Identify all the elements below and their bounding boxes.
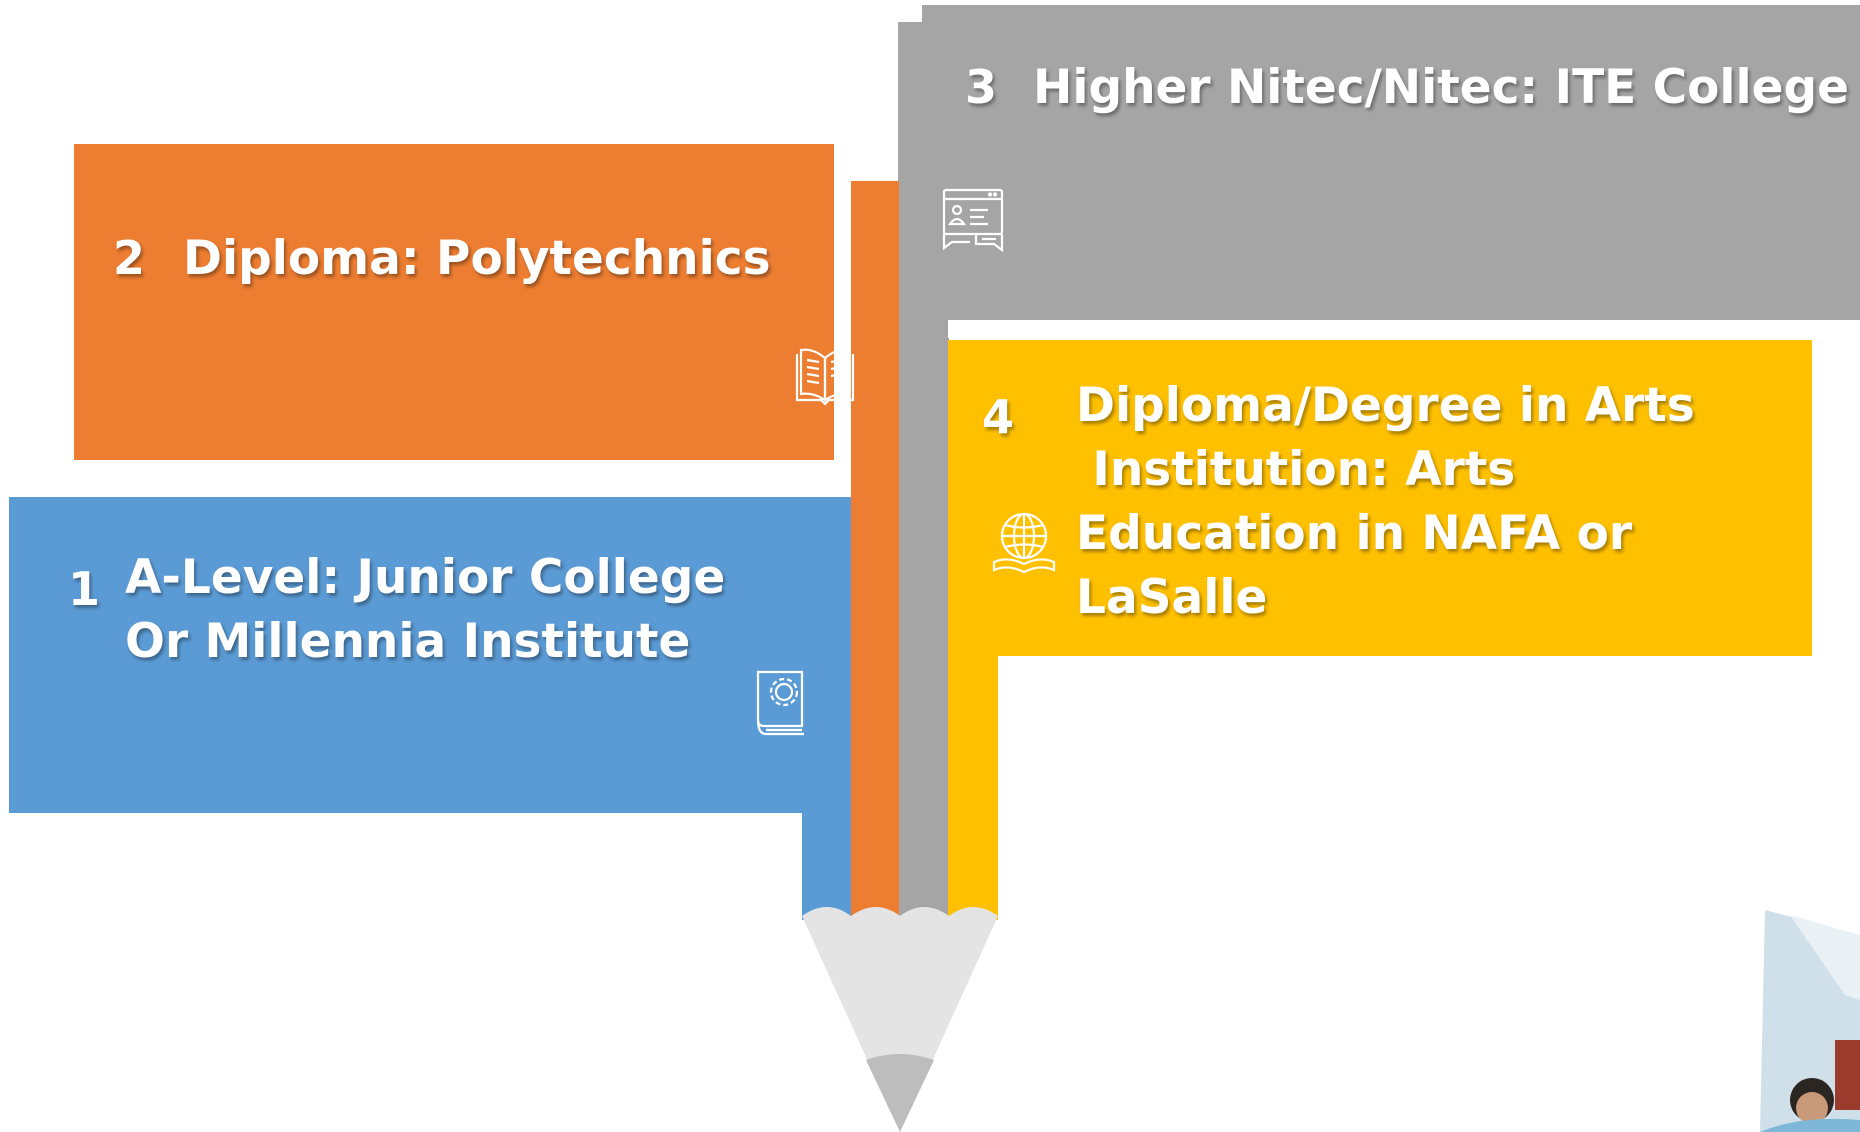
pencil-wood [802,907,998,1132]
pathway-3-number: 3 [965,60,998,114]
stem-gray [899,22,949,920]
pathway-3-title: Higher Nitec/Nitec: ITE College [1033,60,1850,115]
pathway-4-line-1: Diploma/Degree in Arts [1076,378,1695,433]
gear-book-icon [756,670,804,736]
stem-orange [851,181,901,920]
pathway-2-number: 2 [113,231,146,285]
block-1-bg [9,497,852,813]
pathway-1-line-1: A-Level: Junior College [125,550,726,605]
block-3-bg [922,5,1860,320]
pathway-1-line-2: Or Millennia Institute [125,614,691,669]
pathway-1-number: 1 [68,562,101,616]
block-2-bg [74,144,834,460]
open-book-icon [795,348,855,406]
stem-blue [802,800,852,920]
pathway-4-number: 4 [982,390,1015,444]
pathway-4-line-4: LaSalle [1076,570,1268,625]
pathway-2-title: Diploma: Polytechnics [183,231,771,286]
block-4-bg [948,340,1812,656]
globe-book-icon [992,512,1056,574]
pathway-4-line-3: Education in NAFA or [1076,506,1633,561]
gray-white-gap [948,320,1860,338]
pencil-tip [866,1054,934,1132]
corner-photo [1760,910,1860,1132]
pathway-4-line-2: Institution: Arts [1076,442,1516,497]
chat-profile-icon [942,188,1004,253]
